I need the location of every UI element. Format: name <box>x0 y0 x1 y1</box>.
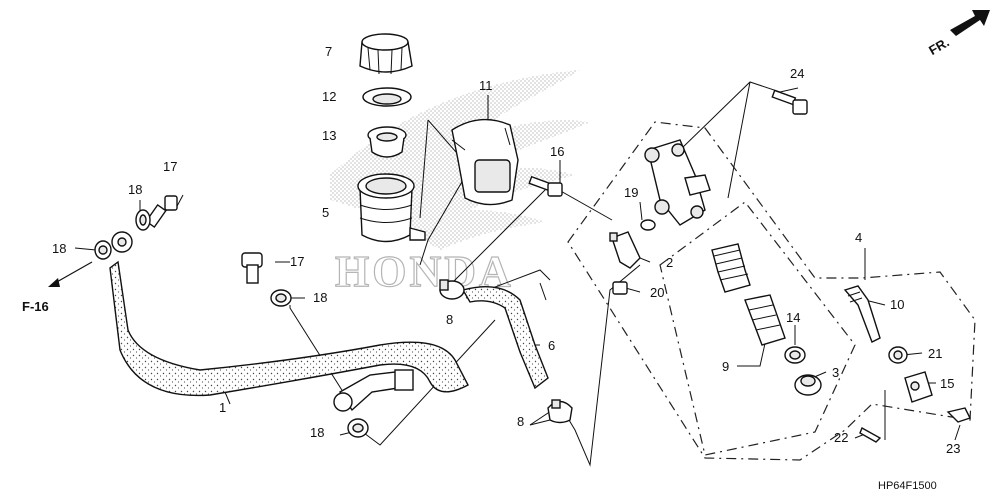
boot-14-part <box>784 346 806 364</box>
bolt-17-lower-part <box>241 252 263 284</box>
callout-8b: 8 <box>517 414 524 429</box>
front-direction-label: FR. <box>926 34 952 57</box>
callout-16: 16 <box>550 144 564 159</box>
brake-hose-part <box>109 231 469 412</box>
o-ring-19-part <box>640 219 656 231</box>
callout-19: 19 <box>624 185 638 200</box>
joint-2-part <box>609 231 641 269</box>
master-cylinder-body-part <box>644 139 711 226</box>
cotter-pin-23-part <box>946 407 971 423</box>
callout-15: 15 <box>940 376 954 391</box>
callout-8a: 8 <box>446 312 453 327</box>
reservoir-hose-part <box>461 286 549 390</box>
callout-18d: 18 <box>310 425 324 440</box>
nut-21-part <box>888 346 908 364</box>
bolt-24-part <box>771 89 808 115</box>
arrow-right-up-icon <box>950 10 990 36</box>
callout-2: 2 <box>666 255 673 270</box>
master-cylinder-assembly-outline <box>567 121 976 461</box>
push-rod-10-part <box>843 285 881 343</box>
piston-spring-9-part <box>711 243 786 346</box>
callout-11: 11 <box>479 78 493 93</box>
reference-f16-indicator: F-16 <box>22 261 93 314</box>
callout-17b: 17 <box>290 254 304 269</box>
callout-4: 4 <box>855 230 862 245</box>
callout-17a: 17 <box>163 159 177 174</box>
callout-9: 9 <box>722 359 729 374</box>
washer-18-c-part <box>270 289 292 307</box>
arrowhead-icon <box>48 278 60 287</box>
callout-3: 3 <box>832 365 839 380</box>
reservoir-part <box>357 173 426 243</box>
reservoir-diaphragm-part <box>367 126 407 158</box>
callout-6: 6 <box>548 338 555 353</box>
callout-18c: 18 <box>313 290 327 305</box>
callout-18a: 18 <box>128 182 142 197</box>
reservoir-plate-part <box>362 87 412 107</box>
hose-clip-8-lower-part <box>547 399 573 424</box>
boot-3-part <box>794 374 822 396</box>
hose-clip-8-upper-part <box>439 279 465 300</box>
callout-10: 10 <box>890 297 904 312</box>
diagram-code: HP64F1500 <box>878 480 937 492</box>
bolt-16-part <box>528 175 563 197</box>
callout-13: 13 <box>322 128 336 143</box>
reference-label: F-16 <box>22 299 49 314</box>
washer-18-a-part <box>135 209 151 231</box>
honda-watermark-text: HONDA <box>335 247 514 296</box>
callout-21: 21 <box>928 346 942 361</box>
clevis-15-part <box>904 371 933 403</box>
callout-14: 14 <box>786 310 800 325</box>
bolt-17-upper-part <box>145 195 178 229</box>
screw-20-part <box>612 281 628 295</box>
arrow-left-down-icon <box>54 261 93 284</box>
washer-18-b-part <box>94 240 112 260</box>
callout-1: 1 <box>219 400 226 415</box>
callout-23: 23 <box>946 441 960 456</box>
callout-5: 5 <box>322 205 329 220</box>
callout-7: 7 <box>325 44 332 59</box>
washer-18-d-part <box>347 418 369 438</box>
reservoir-cover-part <box>451 118 519 206</box>
callout-20: 20 <box>650 285 664 300</box>
callout-18b: 18 <box>52 241 66 256</box>
reservoir-cap-part <box>359 33 413 75</box>
callout-labels: 7 12 13 5 11 16 17 18 18 17 18 8 6 1 18 … <box>52 44 960 456</box>
callout-22: 22 <box>834 430 848 445</box>
pin-22-part <box>859 427 882 443</box>
callout-12: 12 <box>322 89 336 104</box>
inner-kit-outline <box>659 201 856 456</box>
callout-24: 24 <box>790 66 804 81</box>
front-direction-indicator: FR. <box>926 10 990 58</box>
